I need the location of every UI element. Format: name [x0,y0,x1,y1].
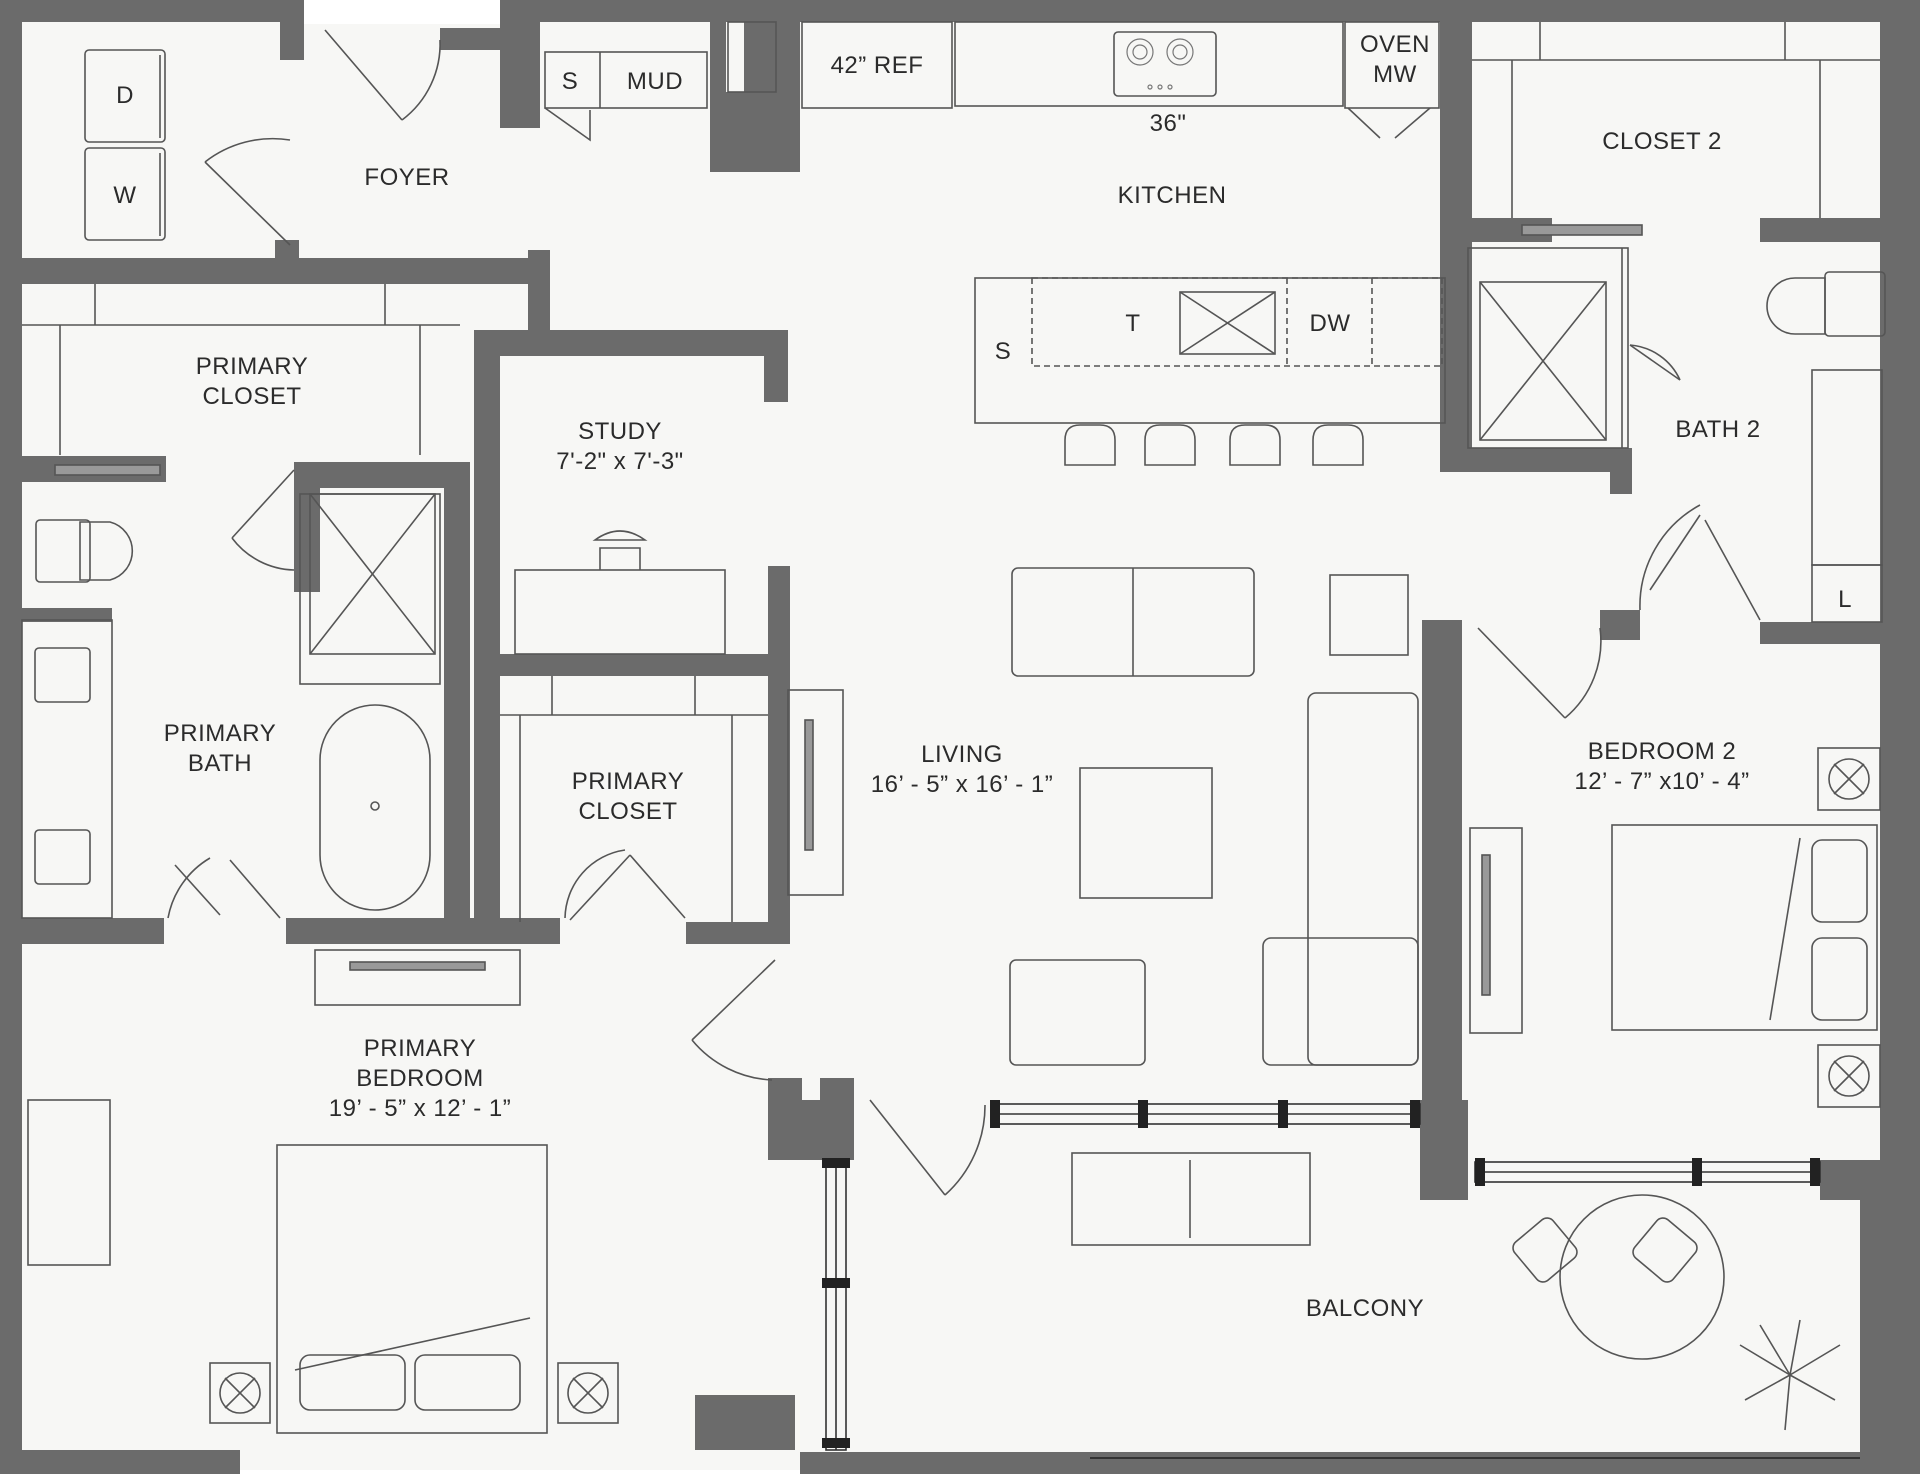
label-living-name: LIVING [921,741,1003,768]
label-foyer: FOYER [364,164,450,191]
label-oven: OVEN MW [1360,30,1430,90]
label-storage: S [561,68,579,95]
label-primary-bedroom-line2: BEDROOM [356,1065,484,1092]
label-bedroom2-dim: 12’ - 7” x10’ - 4” [1574,768,1750,795]
primary-closet-top-shelving [22,284,460,476]
primary-dresser [27,1099,111,1266]
kitchen-counter [801,21,1440,109]
mud-cabinet [544,51,708,109]
label-primary-closet-top-line2: CLOSET [202,383,302,410]
tv-console-primary [314,949,521,1006]
doors [167,29,1761,1196]
label-kitchen: KITCHEN [1117,182,1227,209]
bedroom2-furniture [1469,747,1881,1108]
label-washer: W [113,182,137,209]
cooktop-burners [1126,38,1194,90]
laundry [84,49,166,241]
label-closet2: CLOSET 2 [1602,128,1722,155]
label-primary-bath: PRIMARY BATH [164,719,276,779]
kitchen-island [974,277,1446,466]
label-oven-line1: OVEN [1359,31,1431,58]
label-cooktop-size: 36" [1149,110,1187,137]
label-study-dim: 7'-2" x 7'-3" [556,448,684,475]
study-desk [514,530,726,655]
label-linen: L [1838,586,1852,613]
balcony-furniture [1071,1152,1841,1431]
label-primary-closet-top-line1: PRIMARY [195,353,309,380]
pantry [727,21,777,93]
closet2-shelving [1472,22,1880,236]
foyer-notch [298,0,504,24]
label-trash: T [1125,310,1141,337]
label-study: STUDY 7'-2" x 7'-3" [556,417,683,477]
nightstands-primary [209,1362,619,1424]
living-furniture [787,567,1419,1066]
label-primary-bath-line2: BATH [187,750,253,777]
label-ref: 42” REF [830,52,924,79]
label-primary-bedroom-line1: PRIMARY [363,1035,477,1062]
label-primary-bedroom: PRIMARY BEDROOM 19’ - 5” x 12’ - 1” [329,1034,511,1124]
bath2-fixtures [1467,247,1886,623]
label-primary-bedroom-dim: 19’ - 5” x 12’ - 1” [328,1095,512,1122]
label-mud: MUD [626,68,684,95]
label-primary-closet-mid: PRIMARY CLOSET [572,767,684,827]
label-oven-line2: MW [1373,61,1417,88]
label-balcony: BALCONY [1305,1295,1425,1322]
label-bedroom2: BEDROOM 2 12’ - 7” x10’ - 4” [1574,737,1749,797]
label-dishwasher: DW [1309,310,1351,337]
primary-closet-mid-shelving [500,676,768,922]
label-primary-closet-mid-line1: PRIMARY [571,768,685,795]
label-bedroom2-name: BEDROOM 2 [1587,738,1737,765]
window-mullions [822,1100,1820,1448]
label-study-name: STUDY [578,418,662,445]
label-island-sink: S [994,338,1012,365]
label-primary-closet-top: PRIMARY CLOSET [196,352,308,412]
primary-bed [276,1144,548,1434]
label-dryer: D [116,82,134,109]
label-primary-bath-line1: PRIMARY [163,720,277,747]
label-living-dim: 16’ - 5” x 16’ - 1” [870,771,1054,798]
label-primary-closet-mid-line2: CLOSET [578,798,678,825]
label-bath2: BATH 2 [1675,416,1761,443]
label-living: LIVING 16’ - 5” x 16’ - 1” [871,740,1053,800]
primary-bath-fixtures [21,493,441,919]
